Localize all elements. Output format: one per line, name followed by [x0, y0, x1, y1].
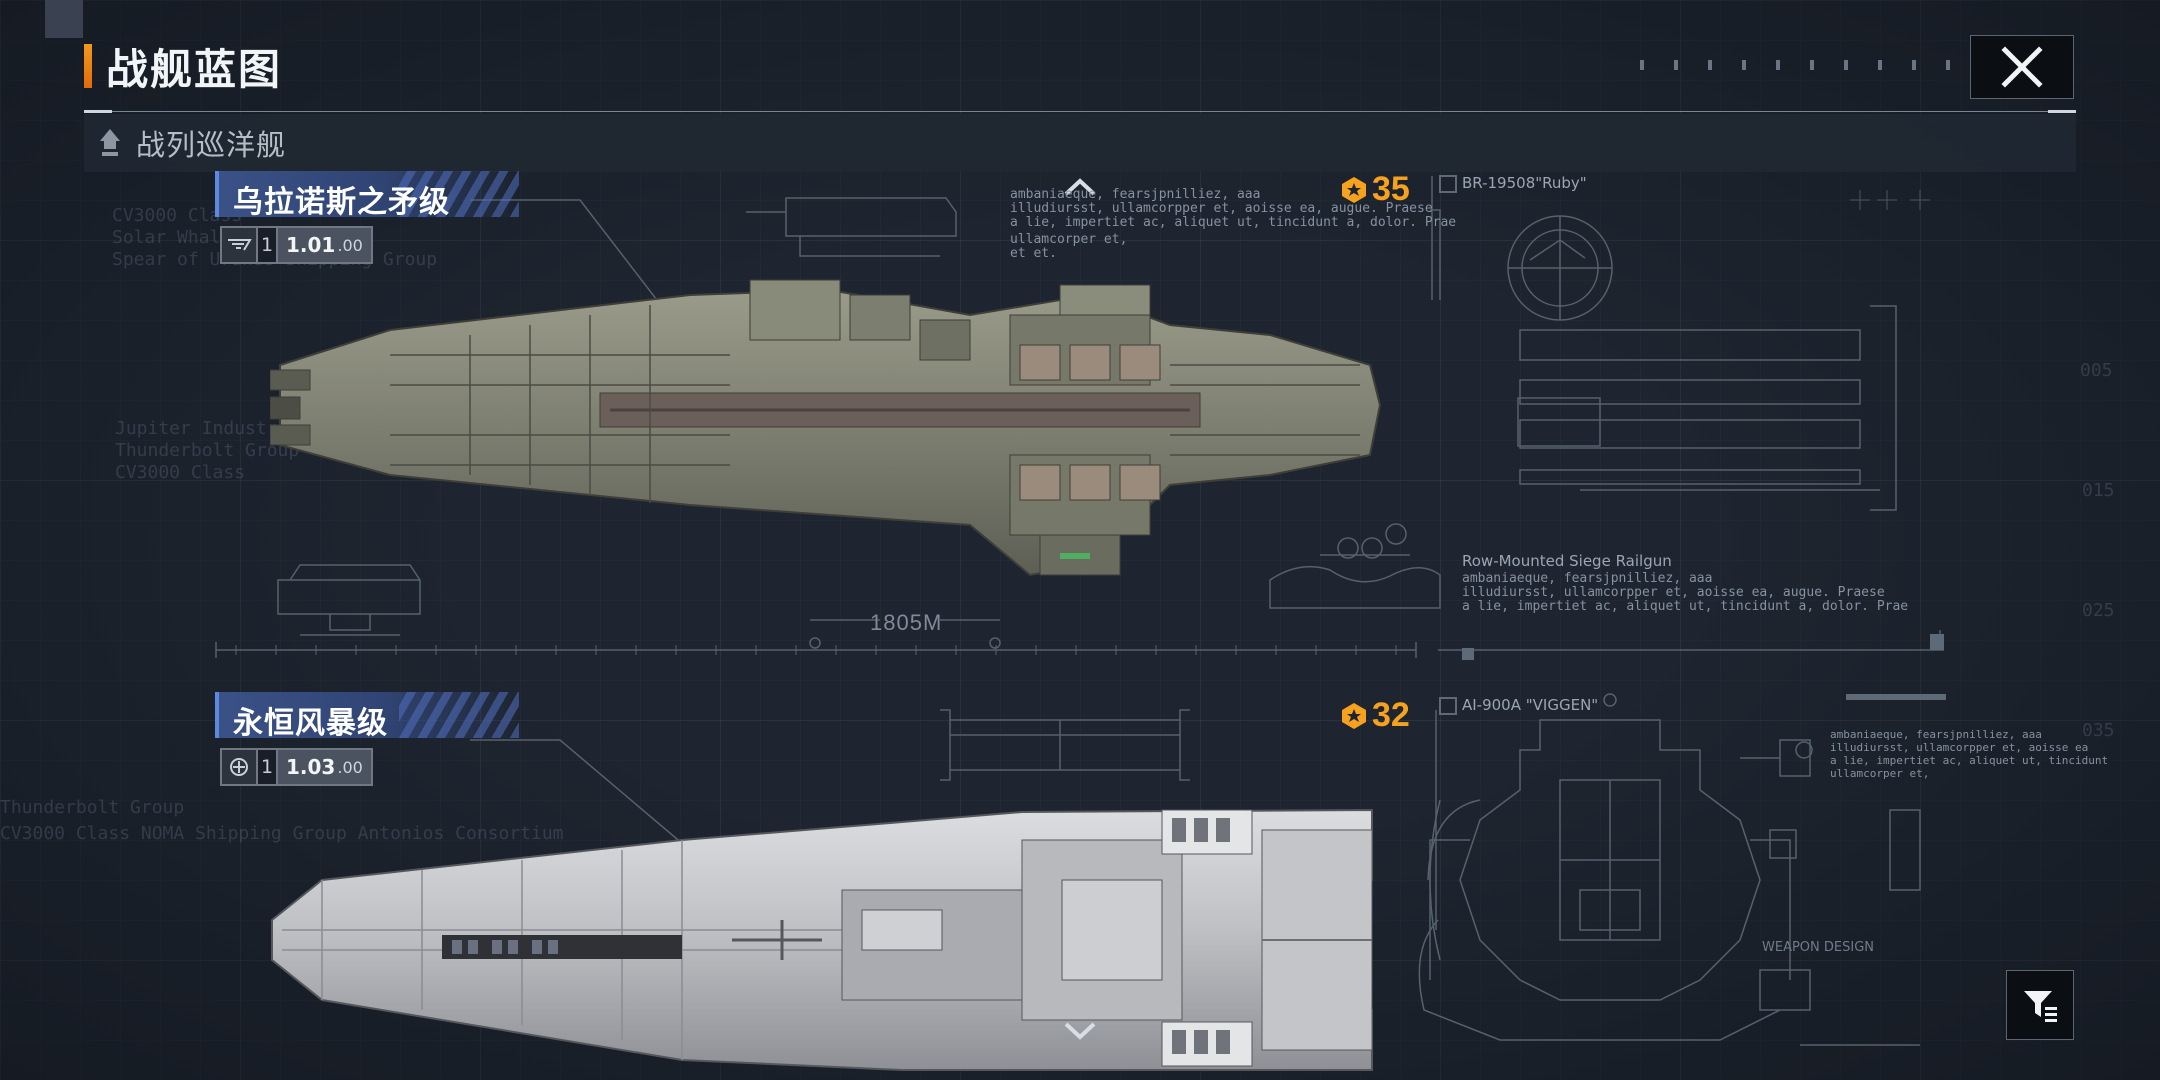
title-accent-bar — [84, 44, 92, 88]
blueprint-type-icon — [222, 750, 256, 784]
ship1-weapon-text: ambaniaeque, fearsjpnilliez, aaa illudiu… — [1462, 571, 1909, 614]
close-icon — [2001, 46, 2043, 88]
ship2-cost: 32 — [1340, 696, 1410, 735]
ship1-length-label: 1805M — [870, 610, 943, 635]
ship1-name: 乌拉诺斯之矛级 — [233, 185, 450, 220]
category-label: 战列巡洋舰 — [136, 128, 287, 162]
ship1-spec-text-2: ullamcorper et,et et. — [1010, 232, 1128, 261]
ship1-version-badge: 1 1.01.00 — [220, 226, 373, 264]
bg-text-ship2: Thunderbolt Group CV3000 Class NOMA Ship… — [0, 797, 564, 844]
ship1-cost: 35 — [1340, 170, 1410, 209]
battlecruiser-class-icon — [100, 129, 120, 156]
category-bar[interactable]: 战列巡洋舰 — [84, 114, 2076, 172]
ship1-spec-text: ambaniaeque, fearsjpnilliez, aaa illudiu… — [1010, 187, 1457, 230]
filter-icon — [2024, 991, 2057, 1022]
ship1-blueprint-lines — [215, 175, 1944, 660]
corner-marker — [45, 0, 83, 38]
command-point-icon — [1342, 702, 1366, 729]
ship2-spec-text: ambaniaeque, fearsjpnilliez, aaa illudiu… — [1830, 728, 2109, 780]
close-button[interactable] — [1970, 35, 2074, 99]
header-divider — [84, 110, 2076, 113]
header-decoration — [1640, 60, 1950, 70]
page-title: 战舰蓝图 — [84, 42, 282, 94]
ship1-tier: 1 — [256, 228, 276, 262]
ship2-cost-value: 32 — [1372, 696, 1410, 734]
chevron-up-icon — [1064, 178, 1096, 196]
scroll-down-button[interactable] — [1062, 1020, 1098, 1046]
ship2-spec-title: AI-900A "VIGGEN" — [1462, 696, 1599, 714]
ship1-spec-title: BR-19508"Ruby" — [1462, 174, 1587, 192]
ship2-weapon-caption: WEAPON DESIGN — [1762, 940, 1874, 955]
ship2-name-tab: 永恒风暴级 — [215, 692, 519, 741]
ship2-hull-image — [271, 808, 1373, 1071]
filter-button[interactable] — [2006, 970, 2074, 1040]
command-point-icon — [1342, 176, 1366, 203]
ship1-hull-image — [270, 279, 1382, 577]
bg-scale-mark: 015 — [2082, 480, 2115, 501]
ship1-cost-value: 35 — [1372, 170, 1410, 208]
ship2-blueprint-lines — [470, 693, 1946, 1046]
ship1-name-tab: 乌拉诺斯之矛级 — [215, 171, 519, 220]
blueprint-type-icon — [222, 228, 256, 262]
ship2-version-badge: 1 1.03.00 — [220, 748, 373, 786]
page-title-text: 战舰蓝图 — [106, 44, 283, 94]
ship2-name: 永恒风暴级 — [233, 706, 388, 741]
ship2-version: 1.03.00 — [276, 750, 371, 784]
ship2-tier: 1 — [256, 750, 276, 784]
bg-scale-mark: 025 — [2082, 600, 2115, 621]
scroll-up-button[interactable] — [1062, 176, 1098, 202]
bg-scale-mark: 035 — [2082, 720, 2115, 741]
ship1-weapon-title: Row-Mounted Siege Railgun — [1462, 552, 1672, 570]
bg-text-ship1-mid: Jupiter Industries Thunderbolt Group CV3… — [115, 418, 311, 483]
chevron-down-icon — [1064, 1022, 1096, 1040]
bg-scale-mark: 005 — [2080, 360, 2113, 381]
ship1-version: 1.01.00 — [276, 228, 371, 262]
